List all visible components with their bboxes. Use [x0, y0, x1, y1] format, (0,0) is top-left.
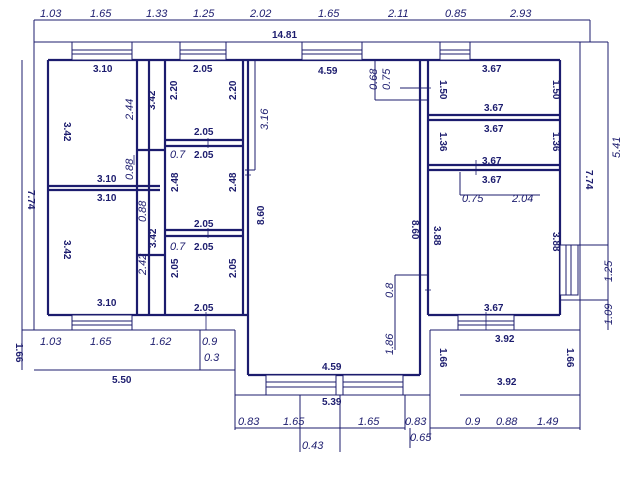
dim-bottom-hall-seg-4: 0.83 [405, 416, 427, 428]
dim-room-b-bottom: 2.05 [194, 127, 214, 138]
dim-room-c-gap: 0.88 [137, 200, 149, 222]
window-top-3 [301, 41, 363, 61]
dim-notch-b: 0.75 [381, 68, 393, 90]
dim-room-e-right: 2.05 [228, 258, 239, 278]
dim-top-seg-5: 2.02 [249, 8, 271, 20]
dim-top-seg-6: 1.65 [318, 8, 340, 20]
dim-bottom-left-total: 5.50 [112, 375, 132, 386]
dim-room-b-top: 2.05 [193, 64, 213, 75]
dim-bottom-hall-seg-3: 1.65 [358, 416, 380, 428]
dim-bottom-right-seg-1: 0.9 [465, 416, 480, 428]
window-top-2 [179, 41, 227, 61]
dim-bottom-right-seg-3: 1.49 [537, 416, 558, 428]
dim-bottom-left-height: 1.66 [13, 343, 24, 363]
dim-room-r1-top: 3.67 [482, 64, 502, 75]
dim-room-e-top: 2.05 [194, 242, 214, 253]
dim-room-b-left: 2.20 [169, 80, 180, 100]
door-marks [133, 87, 487, 330]
dim-room-e-left: 2.05 [170, 258, 181, 278]
dim-bottom-right-height-r: 1.66 [564, 348, 575, 368]
dim-room-d-bottom: 2.05 [194, 219, 214, 230]
dim-right-low: 1.09 [603, 304, 615, 325]
dim-room-b-right: 2.20 [228, 80, 239, 100]
dim-room-r1-right: 1.50 [550, 80, 561, 100]
window-top-1 [71, 41, 133, 61]
dim-room-a-side: 2.44 [124, 99, 136, 121]
dim-room-a-gap: 0.88 [124, 158, 136, 180]
dim-room-e-bottom: 2.05 [194, 303, 214, 314]
dim-room-r3-gap: 0.75 [462, 193, 484, 205]
dim-hall-top: 4.59 [318, 66, 338, 77]
dim-top-seg-1: 1.03 [40, 8, 62, 20]
dim-top-seg-4: 1.25 [193, 8, 215, 20]
dim-top-seg-2: 1.65 [90, 8, 112, 20]
dim-room-c-left: 3.42 [61, 240, 72, 260]
dim-room-d-small: 0.7 [170, 149, 186, 161]
dim-bottom-left-seg-3: 1.62 [150, 336, 171, 348]
dim-room-r3-top: 3.67 [482, 175, 502, 186]
dim-room-r2-bottom: 3.67 [482, 156, 502, 167]
dim-room-r3-bottom: 3.67 [484, 303, 504, 314]
dim-room-d-left: 2.48 [170, 172, 181, 192]
dim-room-r2-right: 1.36 [550, 132, 561, 152]
dim-hall-diag: 3.16 [259, 108, 271, 130]
dim-bottom-right-top: 3.92 [495, 334, 515, 345]
dim-hall-door: 0.8 [384, 282, 396, 298]
dim-top-seg-9: 2.93 [509, 8, 532, 20]
dim-hall-left: 8.60 [256, 205, 267, 225]
dim-overall-top: 14.81 [272, 30, 297, 41]
dim-bottom-left-seg-2: 1.65 [90, 336, 112, 348]
dim-room-r2-top: 3.67 [484, 124, 504, 135]
dim-hall-right: 8.60 [409, 220, 420, 240]
dim-right-step: 1.25 [603, 260, 615, 282]
dim-room-r3-left: 3.88 [431, 226, 442, 246]
dim-bottom-right-height-l: 1.66 [437, 348, 448, 368]
dim-room-r3-right: 3.88 [550, 232, 561, 252]
dim-room-e-small: 0.7 [170, 241, 186, 253]
dim-room-r2-left: 1.36 [437, 132, 448, 152]
dim-notch-a: 0.68 [368, 68, 380, 90]
dim-bottom-left-extra: 0.3 [204, 352, 220, 364]
dim-top-seg-7: 2.11 [387, 8, 409, 20]
dim-room-r3-side: 2.04 [511, 193, 533, 205]
dim-bottom-right-total: 3.92 [497, 377, 517, 388]
dim-room-r1-bottom: 3.67 [484, 103, 504, 114]
dim-room-d-right: 2.48 [228, 172, 239, 192]
window-bottom-1 [71, 314, 133, 331]
dim-bottom-hall-total: 5.39 [322, 397, 342, 408]
dim-right-outer: 5.41 [611, 137, 623, 158]
dim-room-a-mid: 3.42 [147, 90, 158, 110]
dim-top-seg-8: 0.85 [445, 8, 467, 20]
dim-top-seg-3: 1.33 [146, 8, 168, 20]
dim-bottom-right-seg-2: 0.88 [496, 416, 518, 428]
dim-room-r1-left: 1.50 [437, 80, 448, 100]
window-bottom-3 [342, 374, 404, 396]
window-right [559, 244, 579, 296]
dim-bottom-hall-seg-1: 0.83 [238, 416, 260, 428]
dim-room-a-bottom: 3.10 [97, 174, 117, 185]
dim-room-a-left: 3.42 [61, 122, 72, 142]
dim-bottom-left-seg-1: 1.03 [40, 336, 62, 348]
dim-hall-lower: 1.86 [384, 333, 396, 355]
dim-room-c-side: 2.42 [137, 254, 149, 276]
dim-hall-bottom: 4.59 [322, 362, 342, 373]
window-bottom-2 [265, 374, 337, 396]
dim-left-total: 7.74 [25, 190, 36, 210]
window-top-4 [439, 41, 471, 61]
dim-right-total: 7.74 [583, 170, 594, 190]
dim-room-a-top: 3.10 [93, 64, 113, 75]
dimension-labels: 1.03 1.65 1.33 1.25 2.02 1.65 2.11 0.85 … [13, 8, 623, 452]
dim-bottom-hall-gap: 0.43 [302, 440, 324, 452]
dim-room-d-top: 2.05 [194, 150, 214, 161]
dim-room-c-top: 3.10 [97, 193, 117, 204]
dim-bottom-hall-extra: 0.65 [410, 432, 432, 444]
dim-room-c-bottom: 3.10 [97, 298, 117, 309]
windows [71, 41, 579, 396]
dim-room-c-mid: 3.42 [148, 228, 159, 248]
dim-bottom-hall-seg-2: 1.65 [283, 416, 305, 428]
dim-bottom-left-seg-4: 0.9 [202, 336, 217, 348]
